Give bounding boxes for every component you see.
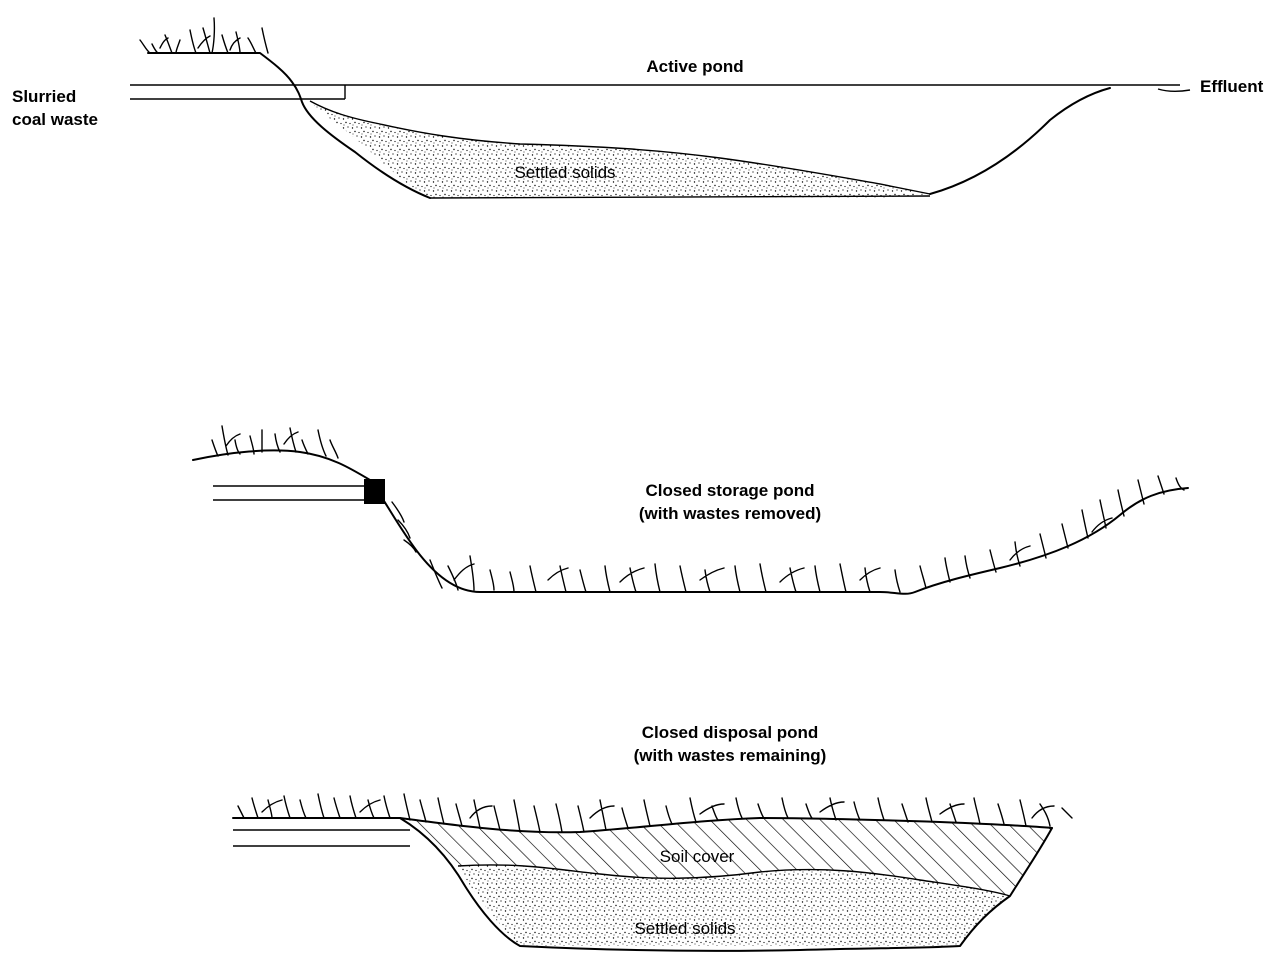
slurried-coal-waste-label-line2: coal waste <box>12 110 98 129</box>
soil-cover-label: Soil cover <box>660 847 735 866</box>
effluent-outlet-line <box>1158 89 1190 91</box>
slurried-coal-waste-label-line1: Slurried <box>12 87 76 106</box>
disposal-pond-settled-solids-label: Settled solids <box>634 919 735 938</box>
active-pond-settled-solids-label: Settled solids <box>514 163 615 182</box>
active-pond-grass-tuft <box>140 18 268 53</box>
storage-pond-panel: Closed storage pond (with wastes removed… <box>193 426 1188 594</box>
disposal-pond-title-line1: Closed disposal pond <box>642 723 819 742</box>
storage-pond-title-line2: (with wastes removed) <box>639 504 821 523</box>
active-pond-settled-solids <box>310 101 930 198</box>
storage-pond-pipe-plug <box>364 479 385 504</box>
disposal-pond-title-line2: (with wastes remaining) <box>634 746 827 765</box>
active-pond-panel: Active pond Slurried coal waste Effluent… <box>12 18 1264 198</box>
storage-pond-title-line1: Closed storage pond <box>645 481 814 500</box>
effluent-label: Effluent <box>1200 77 1264 96</box>
disposal-pond-panel: Closed disposal pond (with wastes remain… <box>233 723 1072 951</box>
active-pond-title: Active pond <box>646 57 743 76</box>
